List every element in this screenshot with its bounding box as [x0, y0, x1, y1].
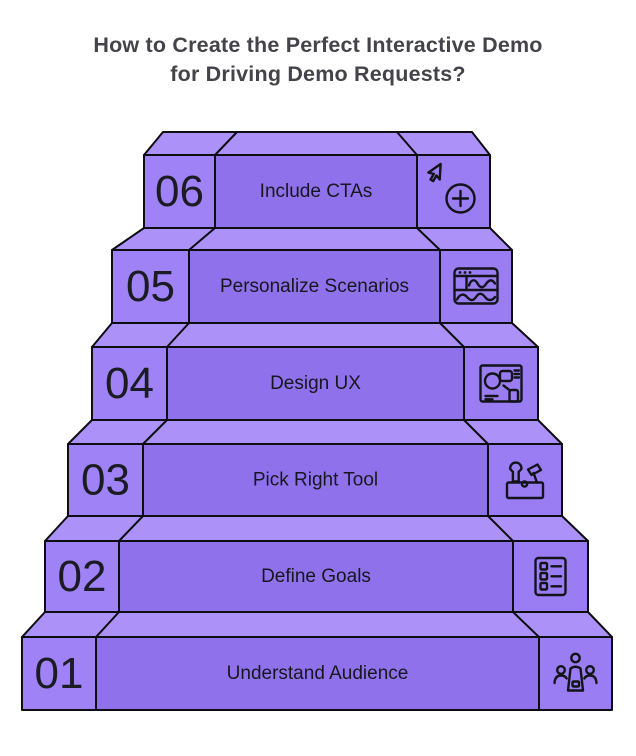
step-number: 02: [58, 552, 107, 601]
audience-icon: [553, 652, 598, 692]
icon-plate: [416, 154, 491, 229]
cursor-plus-icon: [427, 162, 476, 214]
icon-plate: [538, 636, 613, 711]
number-plate: [21, 636, 97, 711]
label-plate: [118, 540, 514, 613]
number-plate: [44, 540, 120, 613]
step-number: 05: [126, 262, 175, 311]
label-plate: [95, 636, 540, 711]
tread: [44, 515, 589, 542]
icon-plate: [439, 249, 513, 324]
checklist-icon: [534, 556, 567, 597]
infographic-title: How to Create the Perfect Interactive De…: [0, 31, 636, 89]
label-plate: [214, 154, 418, 229]
label-plate: [166, 346, 465, 421]
step-06: 06 Include CTAs: [143, 154, 491, 229]
step-label: Include CTAs: [260, 181, 373, 202]
step-number: 06: [155, 167, 204, 216]
title-line-2: for Driving Demo Requests?: [170, 62, 466, 86]
tread: [21, 611, 613, 638]
step-01: 01 Understand Audience: [21, 636, 613, 711]
step-label: Personalize Scenarios: [220, 276, 409, 297]
step-label: Pick Right Tool: [253, 470, 378, 491]
toolbox-icon: [505, 461, 545, 500]
design-board-icon: [479, 364, 523, 403]
step-02: 02 Define Goals: [44, 540, 589, 613]
step-03: 03 Pick Right Tool: [67, 443, 563, 517]
icon-plate: [487, 443, 563, 517]
step-label: Understand Audience: [227, 663, 409, 684]
number-plate: [91, 346, 168, 421]
step-number: 04: [105, 359, 154, 408]
tread: [67, 419, 563, 445]
step-05: 05 Personalize Scenarios: [111, 249, 513, 324]
step-04: 04 Design UX: [91, 346, 539, 421]
top-face: [143, 131, 491, 156]
label-plate: [142, 443, 489, 517]
step-label: Design UX: [270, 373, 361, 394]
browser-waves-icon: [453, 267, 499, 305]
label-plate: [188, 249, 441, 324]
number-plate: [111, 249, 190, 324]
step-number: 03: [81, 456, 130, 505]
step-number: 01: [35, 649, 84, 698]
title-line-1: How to Create the Perfect Interactive De…: [93, 33, 543, 57]
stair-treads: [21, 131, 613, 638]
number-plate: [67, 443, 144, 517]
number-plate: [143, 154, 216, 229]
icon-plate: [463, 346, 539, 421]
tread: [91, 322, 539, 348]
tread: [111, 227, 513, 251]
step-label: Define Goals: [261, 566, 371, 587]
